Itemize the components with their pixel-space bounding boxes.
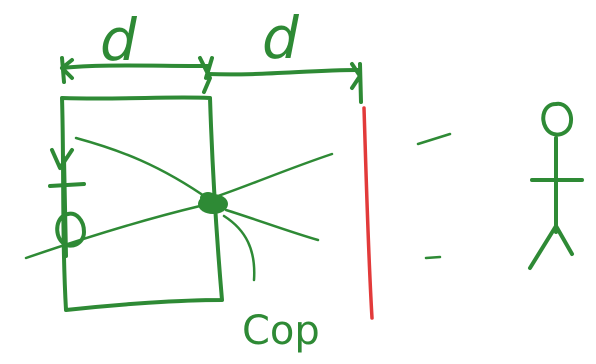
dimension-line-right bbox=[206, 62, 363, 104]
picture-frame bbox=[60, 95, 224, 312]
center-of-projection-point bbox=[198, 192, 228, 214]
projection-lines bbox=[24, 136, 334, 282]
viewer-stick-figure-icon bbox=[528, 101, 584, 270]
distance-label-left: d bbox=[100, 6, 138, 74]
dimension-line-left bbox=[60, 56, 210, 84]
distance-label-right: d bbox=[262, 4, 300, 72]
image-figure bbox=[48, 148, 86, 258]
projection-dashes bbox=[416, 132, 452, 260]
mirror-plane-line bbox=[362, 106, 374, 320]
center-of-projection-label: Cop bbox=[242, 308, 320, 354]
dimension-tick-middle bbox=[198, 56, 214, 94]
